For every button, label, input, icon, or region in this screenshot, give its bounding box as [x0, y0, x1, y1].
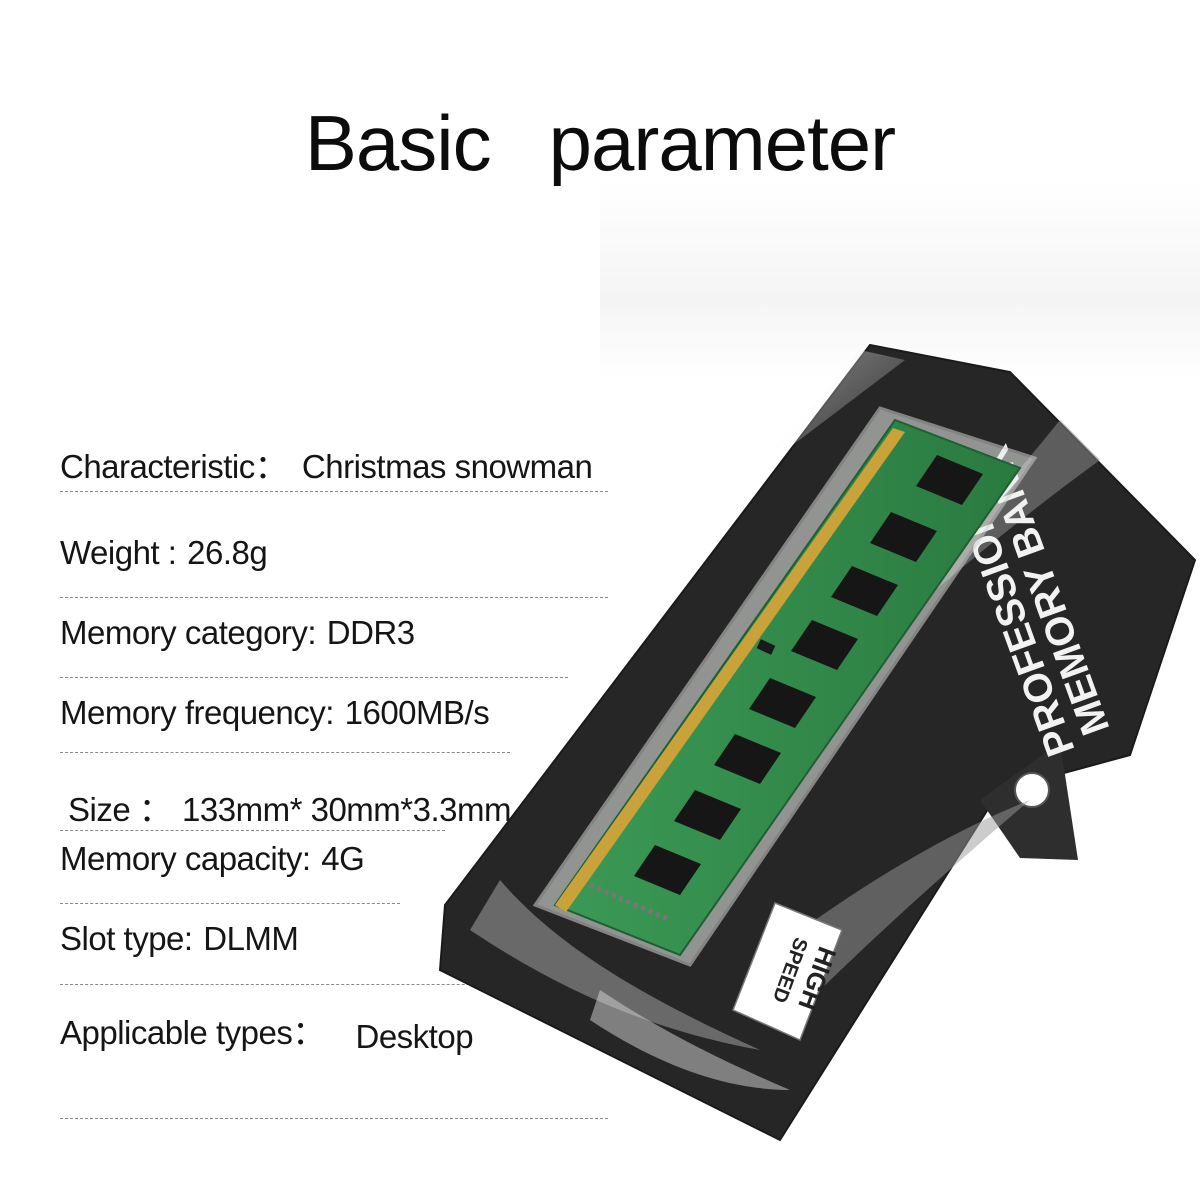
divider	[60, 903, 400, 904]
title-word-1: Basic	[304, 99, 492, 187]
param-value: DDR3	[326, 614, 415, 651]
param-memory-capacity: Memory capacity: 4G	[60, 840, 365, 878]
param-slot-type: Slot type: DLMM	[60, 920, 299, 958]
param-value: Christmas snowman	[301, 448, 593, 485]
param-label: Memory capacity:	[60, 840, 311, 877]
divider	[60, 1118, 608, 1119]
param-characteristic: Characteristic： Christmas snowman	[60, 440, 593, 488]
divider	[60, 830, 445, 831]
param-weight: Weight : 26.8g	[60, 534, 268, 572]
param-memory-frequency: Memory frequency: 1600MB/s	[60, 694, 490, 732]
param-size: Size ： 133mm* 30mm*3.3mm	[68, 783, 511, 831]
param-label: Size ：	[68, 791, 172, 828]
param-value: 1600MB/s	[344, 694, 490, 731]
divider	[60, 752, 510, 753]
param-label: Characteristic：	[60, 448, 288, 485]
param-label: Memory category:	[60, 614, 317, 651]
param-memory-category: Memory category: DDR3	[60, 614, 415, 652]
param-applicable-types: Applicable types： Desktop	[60, 1006, 474, 1055]
param-value: DLMM	[203, 920, 299, 957]
divider	[60, 677, 568, 678]
divider	[60, 491, 608, 492]
title-word-2: parameter	[548, 99, 896, 187]
hang-hole	[1014, 772, 1050, 808]
ram-module	[553, 418, 1022, 957]
param-label: Applicable types：	[60, 1014, 325, 1051]
param-value: Desktop	[355, 1018, 474, 1055]
param-label: Weight :	[60, 534, 177, 571]
param-value: 133mm* 30mm*3.3mm	[182, 791, 511, 828]
param-label: Slot type:	[60, 920, 193, 957]
param-label: Memory frequency:	[60, 694, 334, 731]
divider	[60, 984, 530, 985]
page-title: Basic parameter	[0, 98, 1200, 189]
background-fade	[600, 180, 1200, 380]
divider	[60, 597, 608, 598]
memory-chips	[634, 455, 983, 895]
high-speed-sticker: HIGH SPEED	[732, 902, 843, 1042]
param-value: 26.8g	[187, 534, 268, 571]
param-value: 4G	[321, 840, 365, 877]
